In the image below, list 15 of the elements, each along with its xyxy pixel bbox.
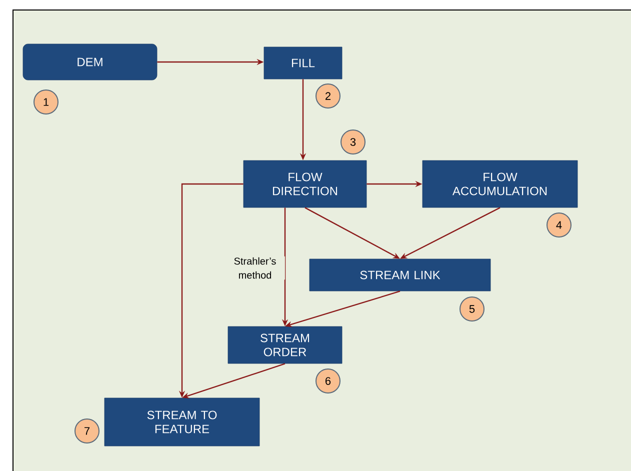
process-box: FLOW ACCUMULATION — [422, 160, 578, 208]
step-number: 3 — [340, 130, 366, 154]
step-number: 7 — [74, 418, 100, 444]
step-number: 1 — [34, 90, 58, 114]
step-number: 5 — [460, 296, 484, 322]
step-number: 6 — [316, 368, 340, 394]
process-box: STREAM LINK — [309, 258, 491, 292]
process-box: DEM — [22, 44, 158, 80]
process-box: FILL — [264, 46, 342, 80]
edge-label: Strahler’s method — [225, 256, 285, 280]
process-box: STREAM ORDER — [228, 326, 342, 364]
step-number: 4 — [546, 212, 572, 238]
step-number: 2 — [316, 84, 340, 108]
process-box: FLOW DIRECTION — [243, 160, 367, 208]
process-box: STREAM TO FEATURE — [104, 398, 260, 446]
